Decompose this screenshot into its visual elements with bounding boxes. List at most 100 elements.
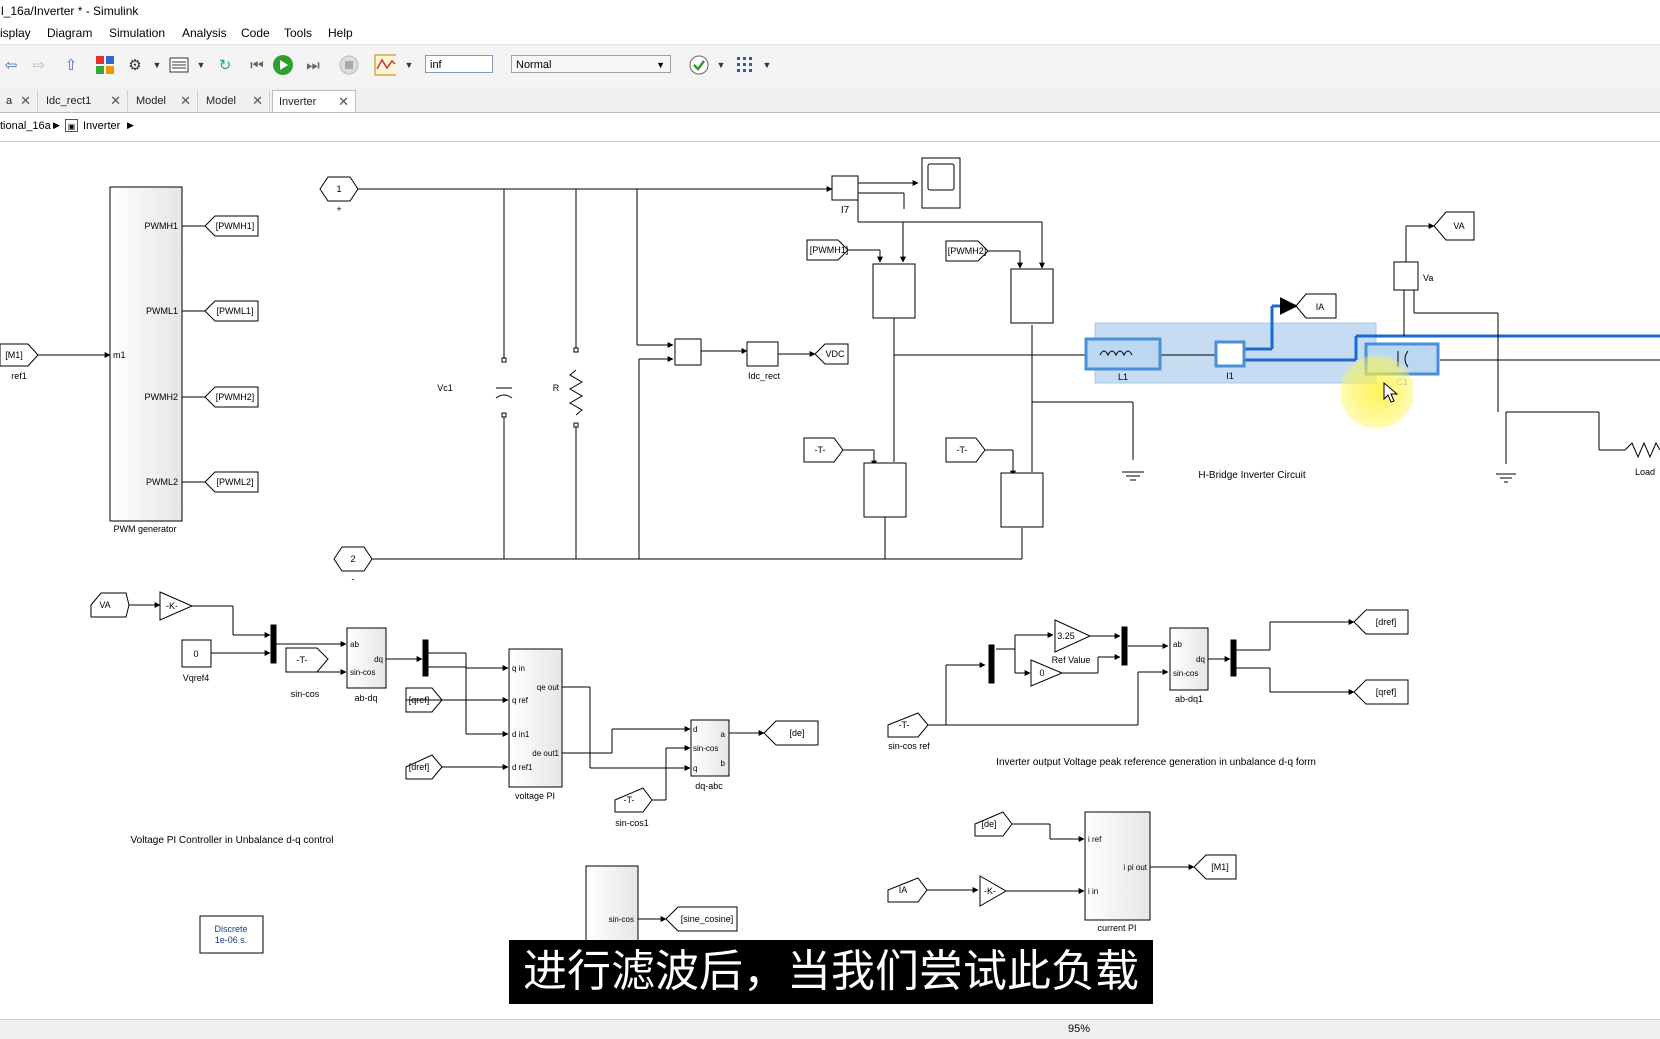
gain-value: 3.25 [1057, 631, 1075, 641]
library-browser-icon[interactable] [94, 54, 116, 76]
tab-label: Model [136, 95, 166, 107]
diagram-svg: PWM generator PWMH1 PWML1 PWMH2 PWML2 m1… [0, 157, 1660, 954]
breadcrumb-root[interactable]: tional_16a [0, 120, 51, 132]
block-label: Ref Value [1052, 655, 1091, 665]
from-t-sincos1 [614, 787, 653, 813]
run-icon[interactable] [272, 54, 294, 76]
port-label: i in [1088, 887, 1098, 896]
block-label: sin-cos ref [888, 741, 930, 751]
close-icon[interactable]: ✕ [180, 93, 191, 108]
chevron-down-icon[interactable]: ▼ [404, 60, 414, 70]
tag-label: [dref] [1376, 617, 1397, 627]
tag-label: [sine_cosine] [681, 914, 734, 924]
close-icon[interactable]: ✕ [338, 94, 349, 109]
tab-model-2[interactable]: Model✕ [200, 90, 270, 112]
port-label: de out1 [532, 749, 559, 758]
back-icon[interactable]: ⇦ [4, 57, 18, 74]
simulation-mode-select[interactable]: Normal ▼ [511, 55, 671, 73]
from-t-leg2 [945, 437, 986, 463]
block-label: Vqref4 [183, 673, 210, 683]
model-explorer-icon[interactable] [168, 54, 190, 76]
port-label: sin-cos [350, 668, 375, 677]
chevron-right-icon[interactable]: ▶ [127, 120, 134, 130]
mosfet-s4 [1000, 472, 1044, 528]
gear-icon[interactable]: ⚙ [128, 57, 142, 74]
chevron-down-icon[interactable]: ▼ [716, 60, 726, 70]
breadcrumb-current[interactable]: Inverter [83, 120, 121, 132]
from-dref [405, 754, 443, 780]
close-icon[interactable]: ✕ [252, 93, 263, 108]
menu-help[interactable]: Help [328, 26, 353, 40]
menu-simulation[interactable]: Simulation [109, 26, 166, 40]
gain-325 [1054, 619, 1092, 653]
tag-label: -T- [624, 795, 635, 805]
menu-analysis[interactable]: Analysis [182, 26, 227, 40]
menu-code[interactable]: Code [241, 26, 270, 40]
model-tabs: a✕ Idc_rect1✕ Model✕ Model✕ Inverter✕ [0, 87, 1660, 113]
block-label: Idc_rect [748, 371, 781, 381]
mux-1 [270, 624, 277, 664]
chevron-down-icon[interactable]: ▼ [152, 60, 162, 70]
voltage-measurement-va [1393, 261, 1419, 291]
port-label: ab [1173, 640, 1182, 649]
tab-a[interactable]: a✕ [0, 90, 38, 112]
tab-label: Inverter [279, 96, 317, 108]
close-icon[interactable]: ✕ [110, 93, 121, 108]
from-ia [887, 877, 928, 903]
demux-2 [1230, 639, 1237, 677]
grid-icon[interactable] [734, 54, 756, 76]
demux-1 [422, 639, 429, 677]
toolbar: ⇦ ⇨ ⇧ ⚙ ▼ ▼ ↻ ⏮ ⏭ ▼ inf Normal ▼ ▼ ▼ [0, 44, 1660, 88]
menu-diagram[interactable]: Diagram [47, 26, 93, 40]
discrete-label: Discrete [214, 924, 247, 934]
port-label: PWML1 [146, 306, 178, 316]
diagram-canvas[interactable]: PWM generator PWMH1 PWML1 PWMH2 PWML2 m1… [0, 142, 1660, 1019]
chevron-down-icon[interactable]: ▼ [196, 60, 206, 70]
port-number: 1 [336, 184, 341, 194]
annotation-hbridge: H-Bridge Inverter Circuit [1198, 470, 1305, 481]
chevron-right-icon[interactable]: ▶ [53, 120, 60, 130]
port-sign: - [352, 574, 355, 584]
idc-rect-block [746, 341, 779, 367]
check-icon[interactable] [688, 54, 710, 76]
port-label: q ref [512, 696, 529, 705]
from-de [974, 811, 1013, 837]
chevron-down-icon[interactable]: ▼ [762, 60, 772, 70]
menu-tools[interactable]: Tools [284, 26, 313, 40]
window-title: l_16a/Inverter * - Simulink [0, 0, 1660, 22]
block-label: Va [1423, 273, 1433, 283]
forward-icon[interactable]: ⇨ [32, 57, 46, 74]
tab-inverter[interactable]: Inverter ✕ [272, 90, 356, 112]
current-pi-block [1084, 811, 1151, 921]
step-forward-icon[interactable]: ⏭ [306, 56, 320, 74]
stop-icon[interactable] [338, 54, 360, 76]
tab-model[interactable]: Model ✕ [130, 90, 198, 112]
scope-icon[interactable] [374, 54, 396, 76]
block-label: R [553, 383, 560, 393]
mux-2 [988, 644, 995, 684]
update-icon[interactable]: ↻ [218, 57, 232, 74]
tag-label: [PWMH1] [216, 221, 255, 231]
tab-idc-rect1[interactable]: Idc_rect1✕ [40, 90, 128, 112]
tag-label: IA [1316, 302, 1325, 312]
port-label: ab [350, 640, 359, 649]
port-label: m1 [113, 350, 126, 360]
ab-dq-block [346, 627, 387, 689]
discrete-label: 1e-06 s. [215, 935, 248, 945]
video-subtitle: 进行滤波后，当我们尝试此负载 [509, 940, 1153, 1004]
ab-dq1-block [1169, 627, 1209, 691]
goto-dref [1353, 609, 1409, 635]
close-icon[interactable]: ✕ [20, 93, 31, 108]
gain-label: -K- [984, 886, 996, 896]
step-back-icon[interactable]: ⏮ [250, 56, 264, 74]
port-label: sin-cos [609, 915, 634, 924]
up-icon[interactable]: ⇧ [64, 57, 78, 74]
from-m1 [0, 343, 39, 367]
goto-qref [1353, 679, 1409, 705]
port-label: dq [1196, 655, 1205, 664]
dq-abc-block [690, 719, 730, 777]
stop-time-input[interactable]: inf [425, 55, 493, 73]
pwm-generator-label: PWM generator [113, 524, 176, 534]
menu-display[interactable]: isplay [0, 26, 31, 40]
block-label: Load [1635, 467, 1655, 477]
